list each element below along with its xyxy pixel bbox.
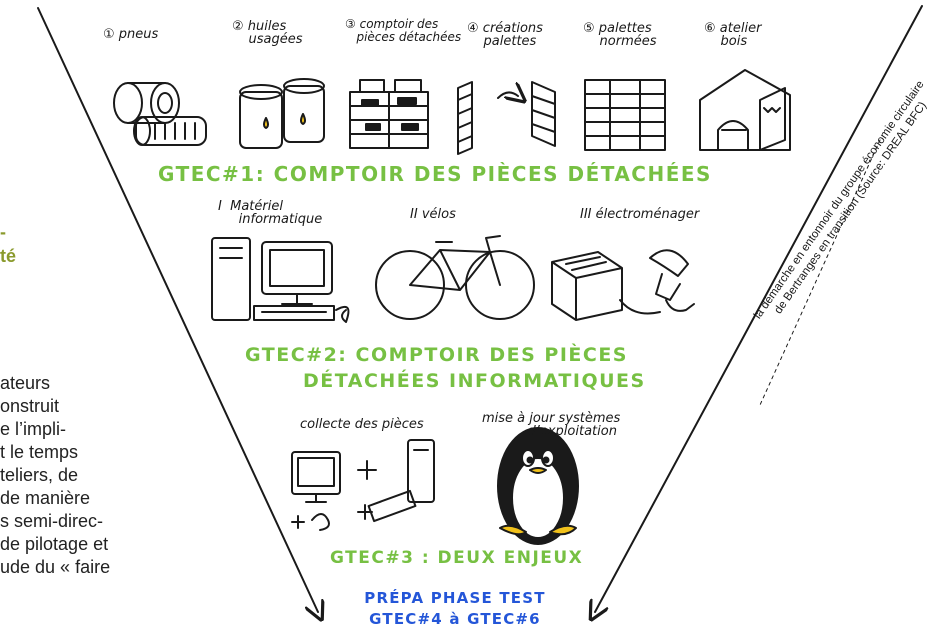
item-counter-label: ③ comptoir des pièces détachées <box>345 18 461 44</box>
item-label: atelier <box>719 21 762 36</box>
parts-counter-icon <box>349 79 429 149</box>
item-number: I <box>218 199 222 214</box>
body-line: ateurs <box>0 373 51 393</box>
left-heading-fragment-1: - <box>0 222 6 242</box>
item-label: électroménager <box>595 207 700 222</box>
item-bikes-label: II vélos <box>410 208 456 221</box>
item-label: palettes <box>598 21 652 36</box>
standard-pallets-icon <box>584 79 666 151</box>
gtec2-title-line2: DÉTACHÉES INFORMATIQUES <box>303 370 646 392</box>
item-tires-label: ① pneus <box>103 28 158 41</box>
oil-drums-icon <box>239 78 325 149</box>
body-line: ude du « faire <box>0 557 111 577</box>
final-line-2: GTEC#4 à GTEC#6 <box>369 610 541 628</box>
body-line: de manière <box>0 488 91 508</box>
left-heading-fragment-2: té <box>0 246 17 266</box>
gtec2-title-line1: GTEC#2: COMPTOIR DES PIÈCES <box>245 344 628 366</box>
appliances-icon <box>551 249 695 321</box>
item-wood-workshop-label: ⑥ atelier bois <box>704 22 761 48</box>
linux-penguin-icon <box>497 427 579 545</box>
os-update-label: mise à jour systèmes d’exploitation <box>482 412 620 438</box>
item-label-2: normées <box>599 34 657 49</box>
item-number: ③ <box>345 17 356 31</box>
gtec1-title: GTEC#1: COMPTOIR DES PIÈCES DÉTACHÉES <box>158 162 712 186</box>
item-oils-label: ② huiles usagées <box>232 20 303 46</box>
item-label: créations <box>482 21 543 36</box>
item-label-2: usagées <box>248 32 303 47</box>
wood-workshop-icon <box>699 69 791 151</box>
final-step-text: PRÉPA PHASE TEST GTEC#4 à GTEC#6 <box>330 588 580 630</box>
item-label: Matériel <box>230 199 283 214</box>
bicycle-icon <box>375 235 535 320</box>
computer-icon <box>211 237 350 323</box>
item-label: mise à jour systèmes <box>482 411 621 426</box>
body-line: e l’impli- <box>0 419 67 439</box>
collected-parts-icon <box>291 439 435 531</box>
item-number: ④ <box>467 21 479 36</box>
item-label: vélos <box>421 207 456 222</box>
item-label-2: pièces détachées <box>356 30 462 44</box>
item-number: ① <box>103 27 115 42</box>
item-pallet-creations-label: ④ créations palettes <box>467 22 543 48</box>
item-label-2: bois <box>720 34 748 49</box>
item-number: ⑤ <box>583 21 595 36</box>
body-line: t le temps <box>0 442 79 462</box>
body-line: s semi-direc- <box>0 511 104 531</box>
item-number: ② <box>232 19 244 34</box>
pallet-creations-icon <box>457 81 556 155</box>
item-label-2: d’exploitation <box>527 424 617 439</box>
item-number: III <box>580 207 592 222</box>
item-label: huiles <box>247 19 287 34</box>
item-number: II <box>410 207 418 222</box>
item-standard-pallets-label: ⑤ palettes normées <box>583 22 657 48</box>
body-line: de pilotage et <box>0 534 109 554</box>
gtec3-title: GTEC#3 : DEUX ENJEUX <box>330 548 584 568</box>
funnel-right-edge <box>595 5 923 612</box>
item-it-equipment-label: I Matériel informatique <box>218 200 322 226</box>
body-line: onstruit <box>0 396 60 416</box>
left-body-text: ateurs onstruit e l’impli- t le temps te… <box>0 372 110 579</box>
tires-icon <box>113 82 207 146</box>
funnel-left-edge <box>37 7 318 612</box>
item-label: pneus <box>118 27 159 42</box>
item-appliances-label: III électroménager <box>580 208 699 221</box>
item-number: ⑥ <box>704 21 716 36</box>
collect-parts-label: collecte des pièces <box>300 417 424 432</box>
item-label: comptoir des <box>359 17 439 31</box>
final-line-1: PRÉPA PHASE TEST <box>364 589 546 607</box>
item-label-2: informatique <box>238 212 323 227</box>
body-line: teliers, de <box>0 465 79 485</box>
item-label-2: palettes <box>483 34 537 49</box>
